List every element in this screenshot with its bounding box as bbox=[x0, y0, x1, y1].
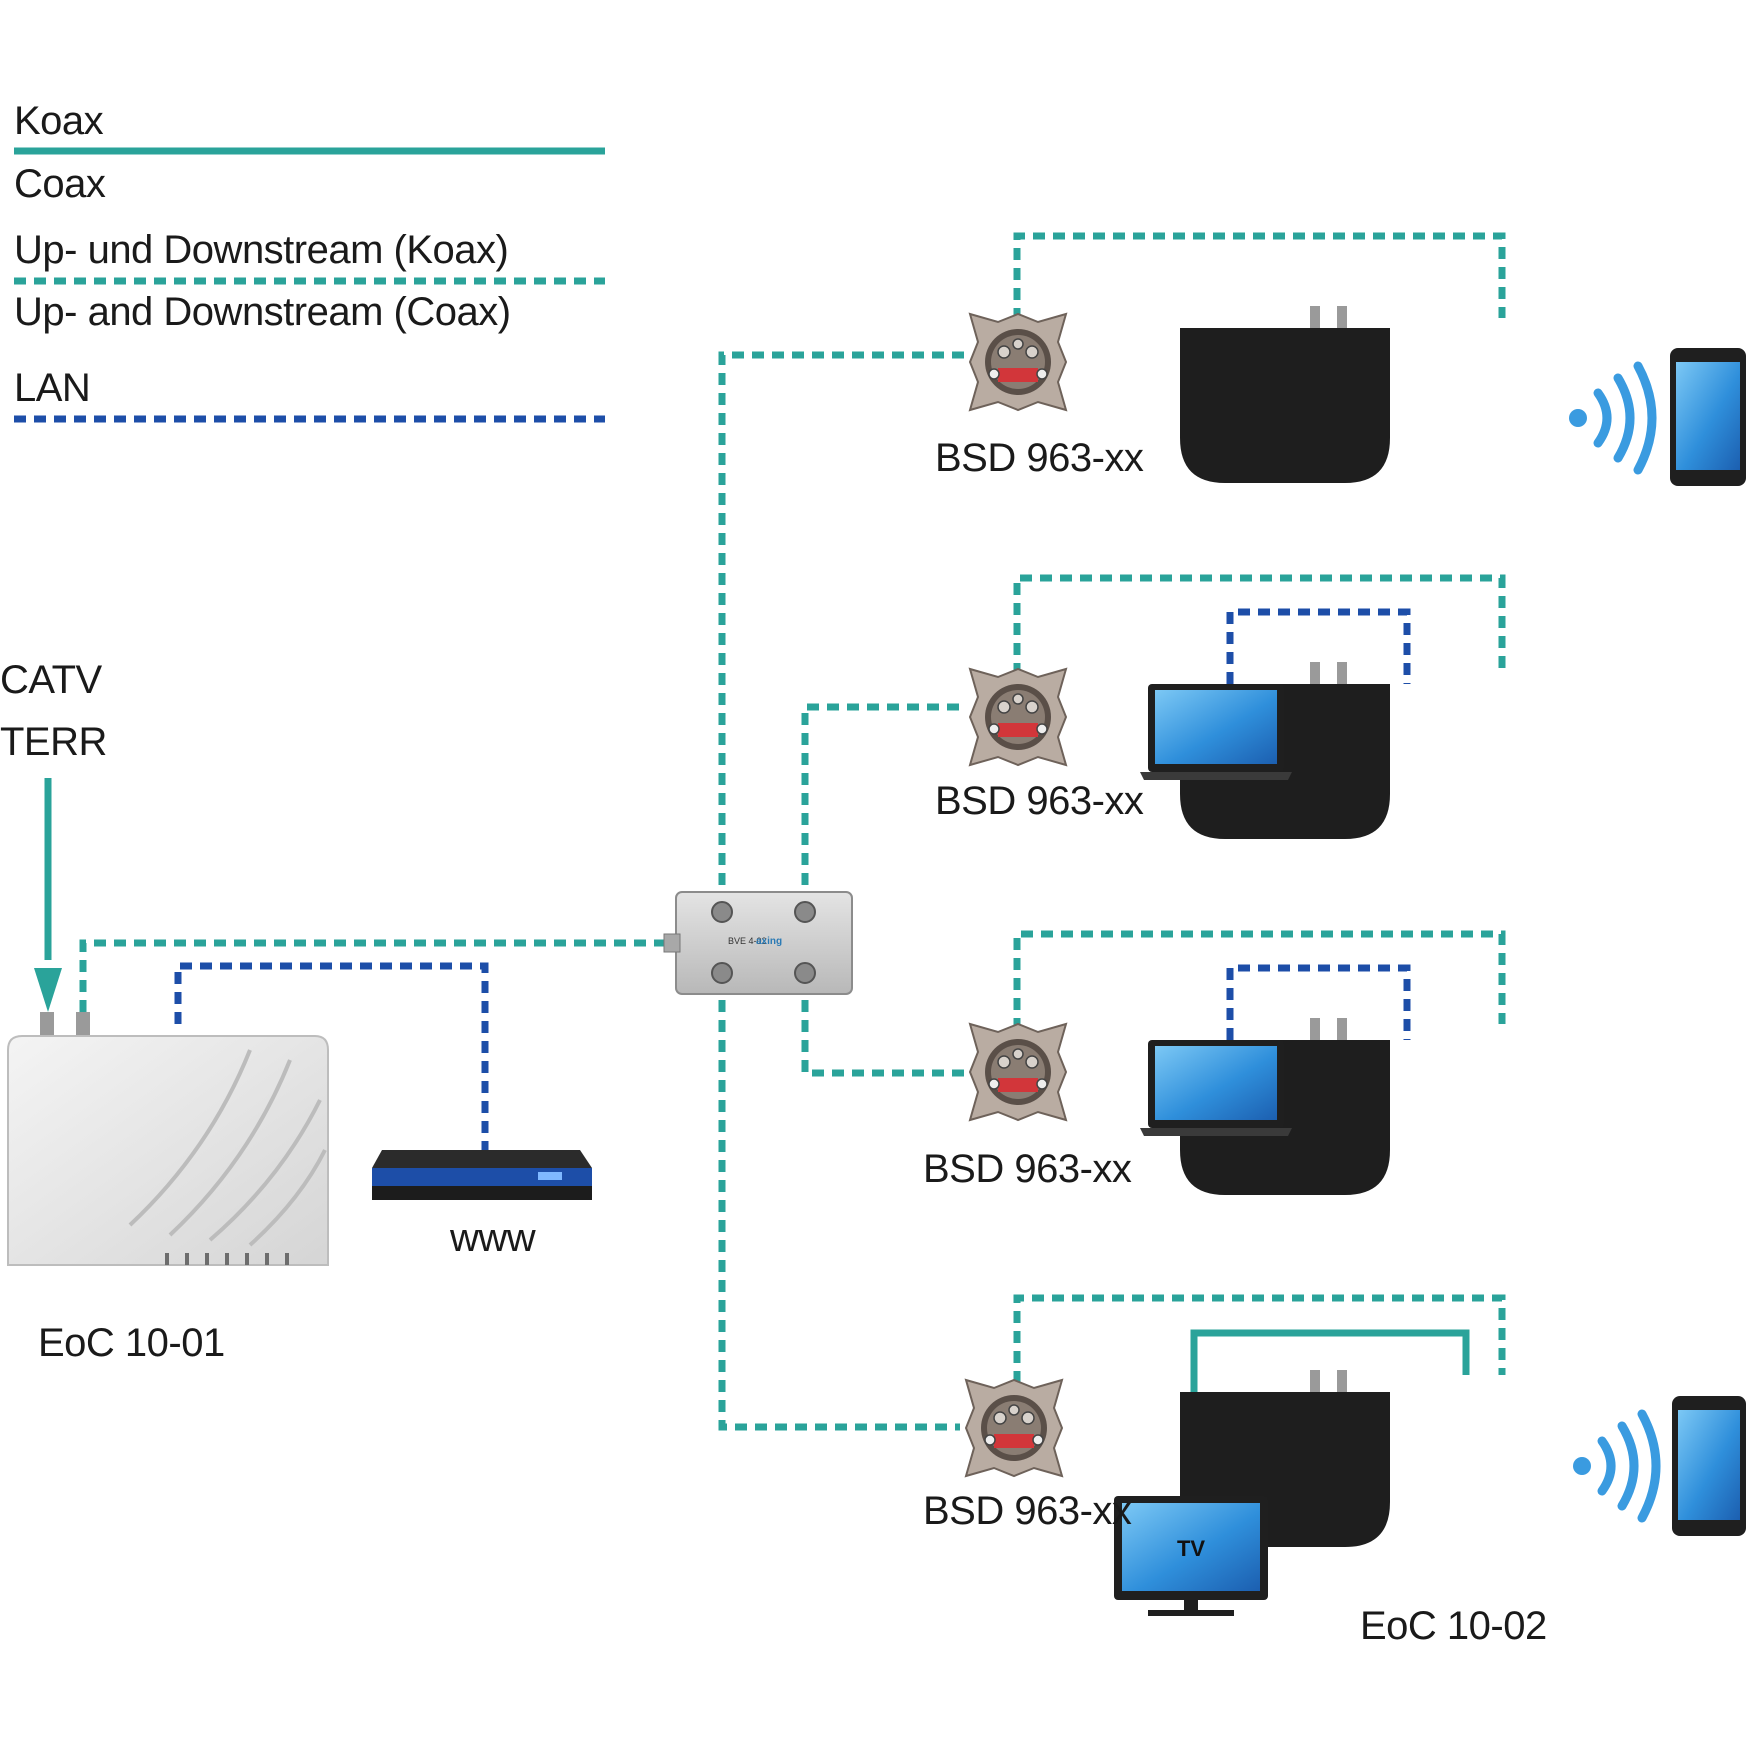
client-label: EoC 10-02 bbox=[1360, 1604, 1547, 1648]
socket-2-label: BSD 963-xx bbox=[935, 779, 1144, 823]
router-device bbox=[372, 1150, 592, 1200]
socket-4-icon bbox=[965, 1379, 1063, 1477]
tv-screen-label: TV bbox=[1177, 1536, 1205, 1561]
tv-icon: TV bbox=[1114, 1496, 1268, 1616]
headend-to-splitter-coax bbox=[79, 939, 680, 1012]
socket-3-icon bbox=[969, 1023, 1067, 1121]
socket-2-icon bbox=[969, 668, 1067, 766]
socket-4-to-client bbox=[1013, 1294, 1506, 1383]
legend-coax-label: Coax bbox=[14, 162, 106, 206]
headend-device bbox=[7, 1012, 329, 1266]
laptop-2-lan bbox=[1226, 964, 1411, 1040]
socket-1-icon bbox=[969, 313, 1067, 411]
wifi-icon-1 bbox=[1569, 361, 1657, 475]
splitter-brand-text: axing bbox=[756, 936, 782, 947]
headend-label: EoC 10-01 bbox=[38, 1321, 225, 1365]
splitter-to-socket-2 bbox=[801, 703, 965, 905]
phone-1-icon bbox=[1670, 348, 1746, 486]
laptop-2-icon bbox=[1140, 1040, 1292, 1136]
splitter-model-text: BVE 4-02 bbox=[728, 936, 767, 946]
legend-koax-label: Koax bbox=[14, 99, 104, 143]
input-arrow-head bbox=[34, 968, 62, 1012]
input-catv-label: CATV bbox=[0, 658, 102, 702]
socket-2-to-client bbox=[1013, 574, 1506, 675]
legend-updown-de-label: Up- und Downstream (Koax) bbox=[14, 228, 509, 272]
headend-to-router-lan bbox=[174, 962, 489, 1150]
splitter-to-socket-1 bbox=[718, 351, 965, 905]
splitter-device: BVE 4-02 axing bbox=[663, 891, 853, 995]
wifi-icon-2 bbox=[1573, 1409, 1661, 1523]
laptop-1-icon bbox=[1140, 684, 1292, 780]
splitter-to-socket-4 bbox=[718, 980, 960, 1431]
socket-3-label: BSD 963-xx bbox=[923, 1147, 1132, 1191]
phone-2-icon bbox=[1672, 1396, 1746, 1536]
input-terr-label: TERR bbox=[0, 720, 107, 764]
legend-updown-en-label: Up- and Downstream (Coax) bbox=[14, 290, 511, 334]
splitter-to-socket-3 bbox=[801, 980, 965, 1077]
legend-lan-label: LAN bbox=[14, 366, 91, 410]
router-label: www bbox=[450, 1216, 536, 1260]
client-box-1 bbox=[1180, 306, 1390, 483]
socket-4-label: BSD 963-xx bbox=[923, 1489, 1132, 1533]
socket-1-label: BSD 963-xx bbox=[935, 436, 1144, 480]
legend bbox=[14, 147, 605, 423]
socket-1-to-client bbox=[1013, 232, 1506, 320]
laptop-1-lan bbox=[1226, 608, 1411, 684]
socket-3-to-client bbox=[1013, 930, 1506, 1030]
connections bbox=[34, 232, 1506, 1498]
